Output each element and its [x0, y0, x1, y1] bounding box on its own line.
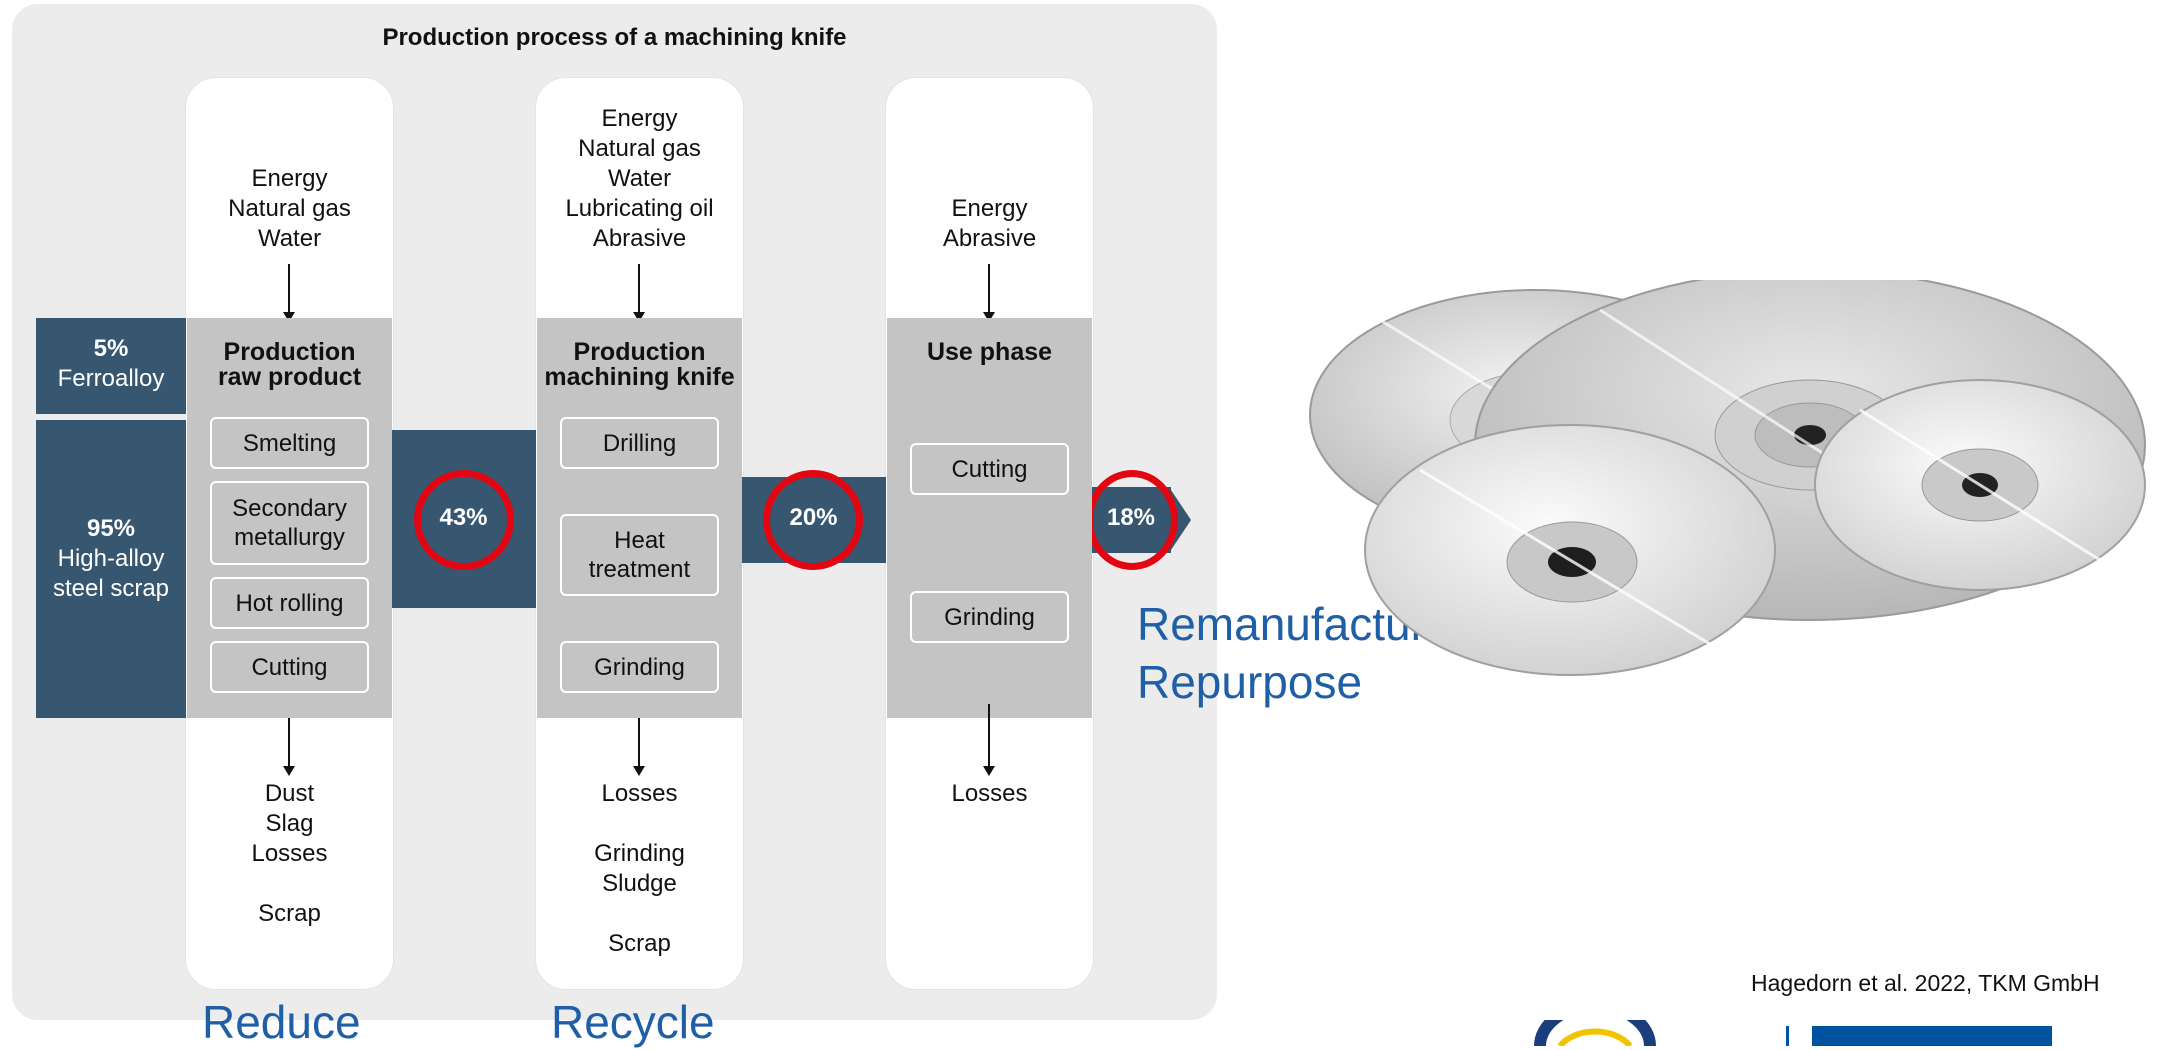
stage-3-output-arrow [988, 704, 990, 766]
highlight-circle-2 [763, 470, 863, 570]
step-cutting-1: Cutting [210, 641, 369, 693]
rwth-aachen-logo [1812, 1026, 2052, 1046]
stage-3-input-arrowhead [983, 312, 995, 322]
stage-1-output-arrowhead [283, 766, 295, 776]
source-credit: Hagedorn et al. 2022, TKM GmbH [1751, 970, 2100, 996]
stage-1-input-arrow [288, 264, 290, 316]
step-grinding-2: Grinding [560, 641, 719, 693]
stage-3-input-arrow [988, 264, 990, 316]
step-smelting: Smelting [210, 417, 369, 469]
step-drilling: Drilling [560, 417, 719, 469]
machining-knives-photo [1309, 280, 2146, 676]
step-heat-treatment: Heat treatment [560, 514, 719, 596]
ferroalloy-label: Ferroalloy [57, 365, 165, 392]
stage-1-resources: Energy Natural gas Water [228, 165, 351, 252]
stage-1-outputs: Dust Slag Losses Scrap [251, 780, 328, 927]
stage-2-output-arrow [638, 718, 640, 770]
scrap-input: 95% High-alloy steel scrap [36, 420, 186, 718]
stage-2-input-arrow [638, 264, 640, 316]
ferroalloy-input: 5% Ferroalloy [36, 318, 186, 414]
step-cutting-3: Cutting [910, 443, 1069, 495]
step-hot-rolling: Hot rolling [210, 577, 369, 629]
rwth-logo-divider [1786, 1026, 1789, 1046]
stage-2-outputs: Losses Grinding Sludge Scrap [594, 780, 685, 957]
label-reduce: Reduce [202, 996, 361, 1048]
highlight-circle-1 [414, 470, 514, 570]
stage-3-title: Use phase [926, 338, 1053, 366]
stage-3-output-arrowhead [983, 766, 995, 776]
stage-2-title: Production machining knife [544, 338, 735, 391]
stage-3-resources: Energy Abrasive [942, 195, 1037, 252]
partner-logo-emblem [1534, 1020, 1656, 1046]
label-repurpose: Repurpose [1137, 656, 1363, 708]
stage-2-resources: Energy Natural gas Water Lubricating oil… [565, 105, 714, 252]
stage-3-process-box [887, 318, 1092, 718]
stage-1-title: Production raw product [217, 338, 362, 391]
stage-3-outputs: Losses [951, 780, 1028, 807]
step-secondary-metallurgy: Secondary metallurgy [210, 481, 369, 565]
input-divider [36, 414, 186, 420]
stage-1-output-arrow [288, 718, 290, 770]
diagram-title: Production process of a machining knife [382, 24, 847, 51]
stage-2-output-arrowhead [633, 766, 645, 776]
scrap-label: High-alloy steel scrap [52, 545, 170, 602]
highlight-circle-3 [1086, 470, 1178, 570]
ferroalloy-percent: 5% [93, 335, 129, 362]
label-recycle: Recycle [551, 996, 715, 1048]
stage-1-input-arrowhead [283, 312, 295, 322]
stage-2-input-arrowhead [633, 312, 645, 322]
scrap-percent: 95% [86, 515, 136, 542]
step-grinding-3: Grinding [910, 591, 1069, 643]
